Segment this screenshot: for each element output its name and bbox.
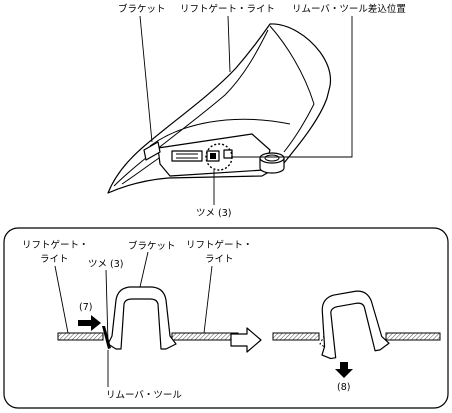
bracket (321, 290, 390, 360)
bulb-socket-top (259, 152, 285, 164)
overview-claw-label: ツメ (3) (196, 208, 231, 219)
installed-state: (7) リムーバ・ツール (57, 286, 239, 401)
bracket-leader-line (139, 15, 153, 143)
overview-liftgate-light-label: リフトゲート・ライト (180, 3, 275, 15)
bulb-socket-inner (264, 154, 280, 162)
tool-insertion-slot (223, 149, 233, 159)
lens-lower-rim (149, 118, 291, 147)
detail-right-liftgate-light-label-line2: ライト (205, 254, 234, 265)
tool-insertion-leader-line (232, 16, 353, 158)
liftgate-light-leader-line (227, 15, 231, 73)
bracket-flange (143, 141, 161, 161)
claw (210, 153, 216, 159)
housing-side-edge (283, 103, 315, 153)
detail-left-liftgate-light-label-line2: ライト (40, 254, 69, 265)
next-step-arrow-icon (230, 327, 262, 353)
detail-left-liftgate-light-label-line1: リフトゲート・ (22, 239, 89, 251)
detail-right-liftgate-light-label-line1: リフトゲート・ (186, 239, 253, 251)
light-panel-right (171, 332, 239, 341)
pull-down-arrow-icon (335, 362, 353, 378)
overview-removal-tool-insertion-label: リムーバ・ツール差込位置 (292, 3, 406, 15)
detail-claw-leader-line (105, 269, 109, 344)
light-panel-left (57, 332, 104, 341)
overview-bracket-label: ブラケット (118, 3, 166, 15)
detail-bracket-label: ブラケット (128, 240, 176, 252)
detail-section: リフトゲート・ ライト ツメ (3) ブラケット リフトゲート・ ライト (7)… (3, 227, 449, 409)
detail-bracket-leader-line (139, 251, 149, 288)
housing-cap-edge (269, 25, 315, 105)
bracket (107, 286, 177, 350)
overview-illustration: ブラケット リフトゲート・ライト リムーバ・ツール差込位置 ツメ (3) (107, 3, 406, 219)
pull-step-label: (8) (337, 382, 350, 393)
light-panel-right (385, 332, 441, 341)
tilted-bracket-group (321, 290, 390, 360)
removal-tool-label: リムーバ・ツール (106, 390, 182, 401)
detail-claw-label: ツメ (3) (88, 259, 123, 270)
lens-upper-edge (113, 29, 269, 187)
detail-frame (3, 227, 449, 409)
connector-slot (171, 150, 203, 162)
push-arrow-icon (78, 315, 101, 331)
right-panel-leader-line (203, 265, 213, 334)
left-panel-leader-line (54, 265, 69, 334)
removed-state: (8) (272, 290, 441, 393)
push-step-label: (7) (79, 302, 92, 313)
removal-tool (102, 326, 111, 349)
light-panel-left (272, 332, 320, 341)
